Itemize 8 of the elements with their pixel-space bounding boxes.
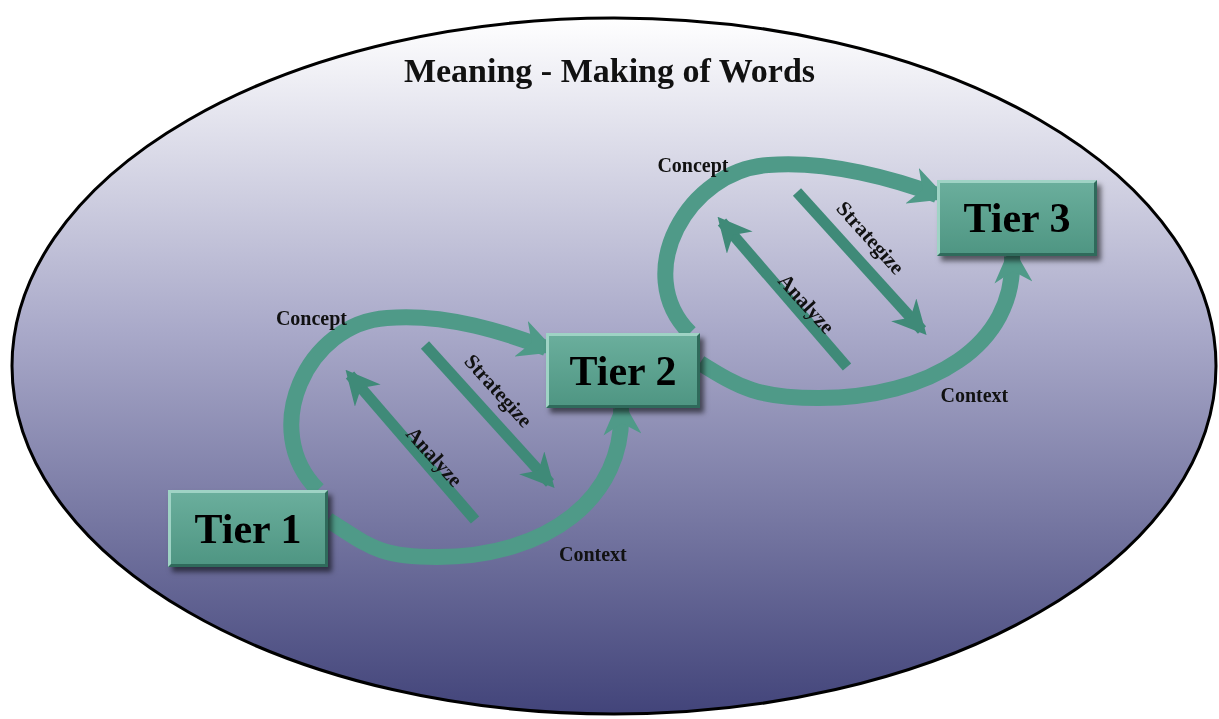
edge-label: Concept — [275, 306, 347, 330]
tier-box: Tier 2 — [546, 333, 700, 408]
tier-box: Tier 1 — [168, 490, 328, 567]
edge-label: Context — [940, 383, 1009, 407]
diagram-title: Meaning - Making of Words — [402, 52, 817, 90]
edge-label: Concept — [657, 153, 729, 177]
tier-box: Tier 3 — [937, 180, 1097, 256]
edge-label: Context — [559, 542, 627, 566]
